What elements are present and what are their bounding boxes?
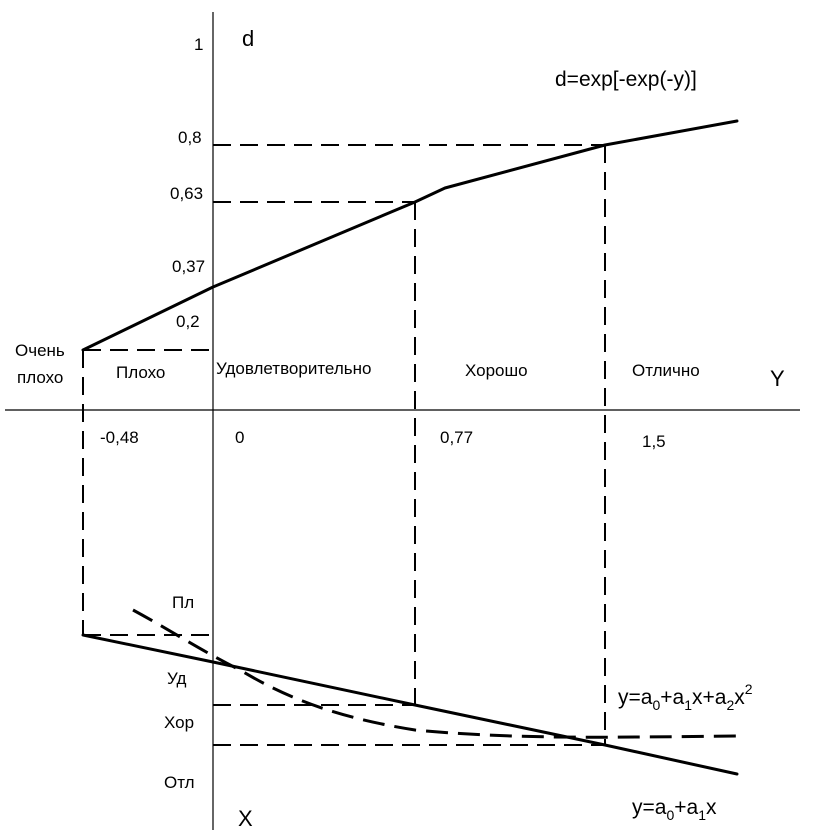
x-tick-hor: Хор (164, 713, 194, 732)
d-tick-02: 0,2 (176, 312, 200, 331)
x-tick-pl: Пл (172, 593, 194, 612)
zone-excellent: Отлично (632, 361, 700, 380)
x-tick-ud: Уд (167, 669, 186, 688)
formula-label: d=exp[-exp(-y)] (555, 68, 697, 91)
x-axis-label: X (238, 806, 253, 831)
y-axis-label: Y (770, 366, 785, 391)
linear-model-label: y=a0+a1x (632, 796, 717, 823)
y-tick-0: 0 (235, 428, 244, 447)
y-tick-15: 1,5 (642, 432, 666, 451)
d-tick-037: 0,37 (172, 257, 205, 276)
y-tick-neg048: -0,48 (100, 428, 139, 447)
d-tick-1: 1 (194, 35, 203, 54)
zone-good: Хорошо (465, 361, 528, 380)
x-tick-otl: Отл (164, 773, 195, 792)
y-tick-077: 0,77 (440, 428, 473, 447)
d-tick-063: 0,63 (170, 184, 203, 203)
linear-regression-line (81, 633, 739, 776)
zone-bad: Плохо (116, 363, 165, 382)
zone-satisfactory: Удовлетворительно (216, 359, 371, 378)
d-axis-label: d (242, 26, 254, 51)
desirability-curve (81, 119, 739, 352)
quadratic-regression-curve (132, 608, 741, 739)
zone-very-bad-line1: Очень (15, 341, 65, 360)
zone-very-bad-line2: плохо (17, 368, 63, 387)
quadratic-model-label: y=a0+a1x+a2x2 (618, 681, 753, 713)
d-tick-08: 0,8 (178, 128, 202, 147)
